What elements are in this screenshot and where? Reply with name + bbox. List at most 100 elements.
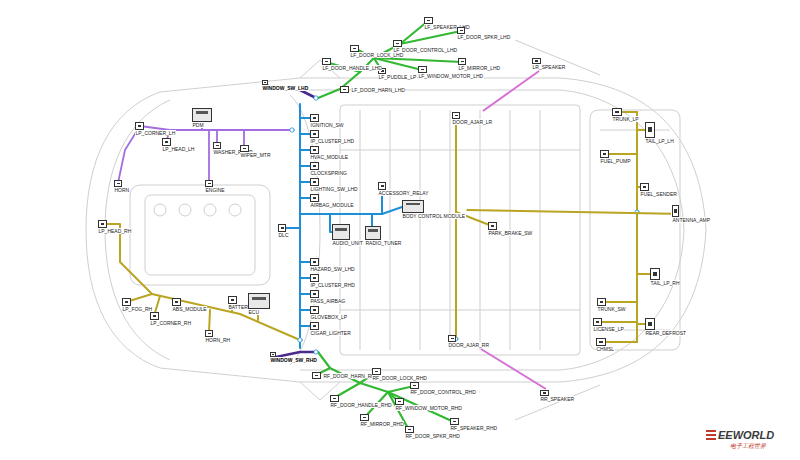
pin-block [535, 60, 539, 61]
component-connector: LP_FOG_RH [122, 298, 153, 312]
component-label: CIGAR_LIGHTER [310, 330, 351, 336]
connector-icon [310, 258, 319, 266]
pin-block [413, 385, 417, 387]
pin-block [396, 43, 400, 45]
pin-block [231, 299, 235, 301]
component-connector: REAR_DEFROST [645, 318, 687, 336]
component-label: WINDOW_SW_RHD [270, 357, 317, 363]
component-label: LP_HEAD_LH [162, 146, 195, 152]
connector-icon [645, 318, 655, 330]
component-label: RF_MIRROR_RHD [360, 421, 404, 427]
component-connector: RF_DOOR_HARN_RHD [312, 372, 379, 379]
component-label: ECU [248, 309, 260, 315]
component-label: FUEL_SENDER [640, 191, 677, 197]
pin-block [599, 341, 603, 343]
connector-icon [672, 205, 679, 217]
component-label: PDM [192, 122, 204, 128]
connector-icon [248, 293, 270, 309]
pin-block [451, 338, 454, 340]
component-connector: WINDOW_SW_RHD [270, 352, 317, 363]
pin-block [615, 111, 619, 113]
connector-icon [457, 27, 465, 34]
component-label: RR_SPEAKER [540, 396, 575, 402]
pin-block [313, 325, 317, 327]
connector-icon [310, 178, 319, 186]
component-label: IP_CLUSTER_RHD [310, 282, 355, 288]
pin-block [264, 82, 266, 83]
connector-icon [340, 86, 349, 93]
connector-icon [597, 298, 606, 306]
component-connector: WIPER_MTR [240, 145, 271, 158]
pin-block [455, 115, 458, 117]
connector-icon [205, 330, 213, 337]
connector-icon [228, 296, 237, 304]
module-box: AUDIO_UNIT [332, 224, 363, 246]
pin-block [600, 301, 604, 303]
connector-icon [310, 306, 319, 314]
component-connector: TAIL_LP_RH [650, 268, 680, 286]
component-connector: IP_CLUSTER_RHD [310, 274, 355, 288]
connector-icon [310, 274, 319, 282]
component-connector: FUEL_PUMP [600, 150, 631, 164]
connector-icon [310, 114, 319, 122]
pin-block [398, 401, 402, 403]
component-label: LP_CORNER_LH [135, 130, 176, 136]
component-connector: AIRBAG_MODULE [310, 194, 354, 208]
component-connector: RR_SPEAKER [540, 390, 575, 402]
pin-block [313, 309, 317, 311]
component-label: ABS_MODULE [172, 306, 207, 312]
component-connector: LR_SPEAKER [532, 58, 566, 70]
pin-block [216, 145, 219, 147]
watermark-subtitle: 电子工程世界 [730, 442, 766, 451]
component-connector: CHMSL [596, 338, 615, 352]
component-connector: LF_DOOR_SPKR_LHD [457, 27, 511, 40]
component-connector: DOOR_AJAR_RR [448, 335, 490, 348]
component-connector: IGNITION_SW [310, 114, 344, 128]
component-label: PASS_AIRBAG [310, 298, 346, 304]
connector-icon [645, 122, 655, 138]
component-label: IP_CLUSTER_LHD [310, 138, 355, 144]
connector-icon [365, 226, 381, 240]
connector-icon [393, 40, 402, 47]
pin-block [543, 392, 547, 393]
component-connector: LF_DOOR_HARN_LHD [340, 86, 405, 93]
component-label: HVAC_MODULE [310, 154, 349, 160]
component-label: ENGINE [205, 187, 225, 193]
component-label: AUDIO_UNIT [332, 240, 363, 246]
connector-icon [135, 122, 144, 130]
component-connector: CLOCKSPRING [310, 162, 347, 176]
pin-block [603, 153, 607, 155]
component-connector: RF_MIRROR_RHD [360, 414, 404, 427]
component-connector: RF_WINDOW_MOTOR_RHD [395, 398, 462, 411]
harness-wire [467, 210, 671, 214]
connector-icon [410, 382, 419, 389]
pin-block [363, 417, 367, 419]
pin-block [333, 398, 337, 400]
pin-block [421, 69, 425, 71]
component-connector: DLC [278, 224, 289, 238]
component-connector: ABS_MODULE [172, 298, 207, 312]
component-label: LIGHTING_SW_LHD [310, 186, 358, 192]
connector-icon [593, 318, 602, 326]
pin-block [313, 293, 317, 295]
pin-block [461, 61, 464, 63]
harness-wire [481, 349, 546, 389]
harness-wire [483, 71, 539, 111]
component-connector: CIGAR_LIGHTER [310, 322, 351, 336]
component-label: TAIL_LP_RH [650, 280, 680, 286]
component-connector: TRUNK_LP [612, 108, 639, 122]
wire-line [481, 349, 546, 389]
component-connector: FUEL_SENDER [640, 183, 677, 197]
connector-icon [310, 162, 319, 170]
component-label: TAIL_LP_LH [645, 138, 674, 144]
connector-icon [312, 372, 321, 379]
component-connector: ACCESSORY_RELAY [378, 182, 429, 196]
pin-block [674, 209, 677, 213]
component-label: WIPER_MTR [240, 152, 271, 158]
connector-icon [350, 45, 359, 52]
connector-icon [310, 290, 319, 298]
connector-icon [424, 17, 433, 24]
component-connector: HAZARD_SW_LHD [310, 258, 355, 272]
pin-block [313, 261, 317, 263]
